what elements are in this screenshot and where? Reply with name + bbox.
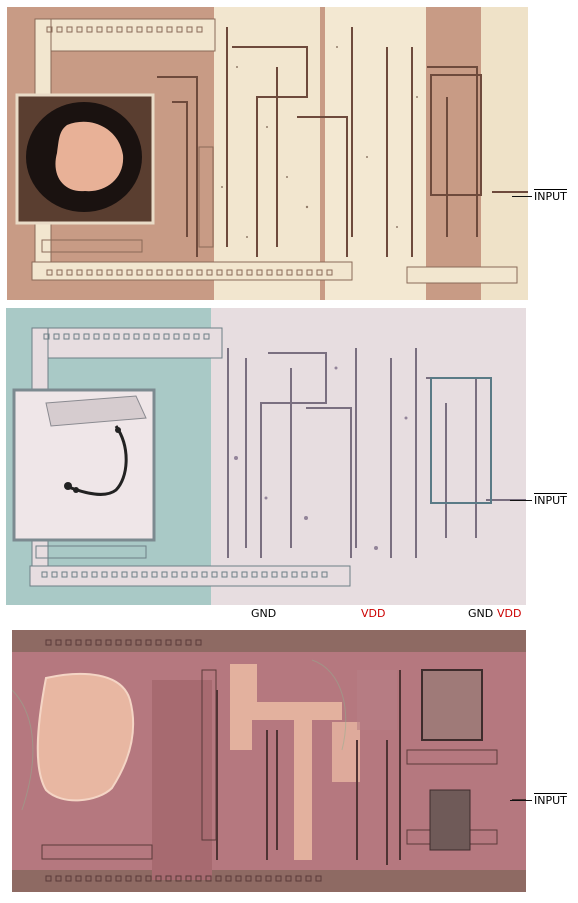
vdd-label-center: VDD (361, 607, 386, 620)
die-photo-metal (7, 7, 528, 300)
input-pin-line-3 (510, 800, 532, 801)
input-pin-label-3: INPUT (534, 793, 567, 807)
gnd-label-left: GND (251, 607, 277, 620)
input-pin-line-2 (510, 500, 532, 501)
input-pin-line-1 (512, 196, 532, 197)
gnd-label-right: GND (468, 607, 494, 620)
vdd-label-right: VDD (497, 607, 522, 620)
input-pin-label-2: INPUT (534, 493, 567, 507)
die-photo-polarized (6, 308, 526, 605)
die-photo-delayered (12, 630, 526, 892)
input-pin-label-1: INPUT (534, 189, 567, 203)
